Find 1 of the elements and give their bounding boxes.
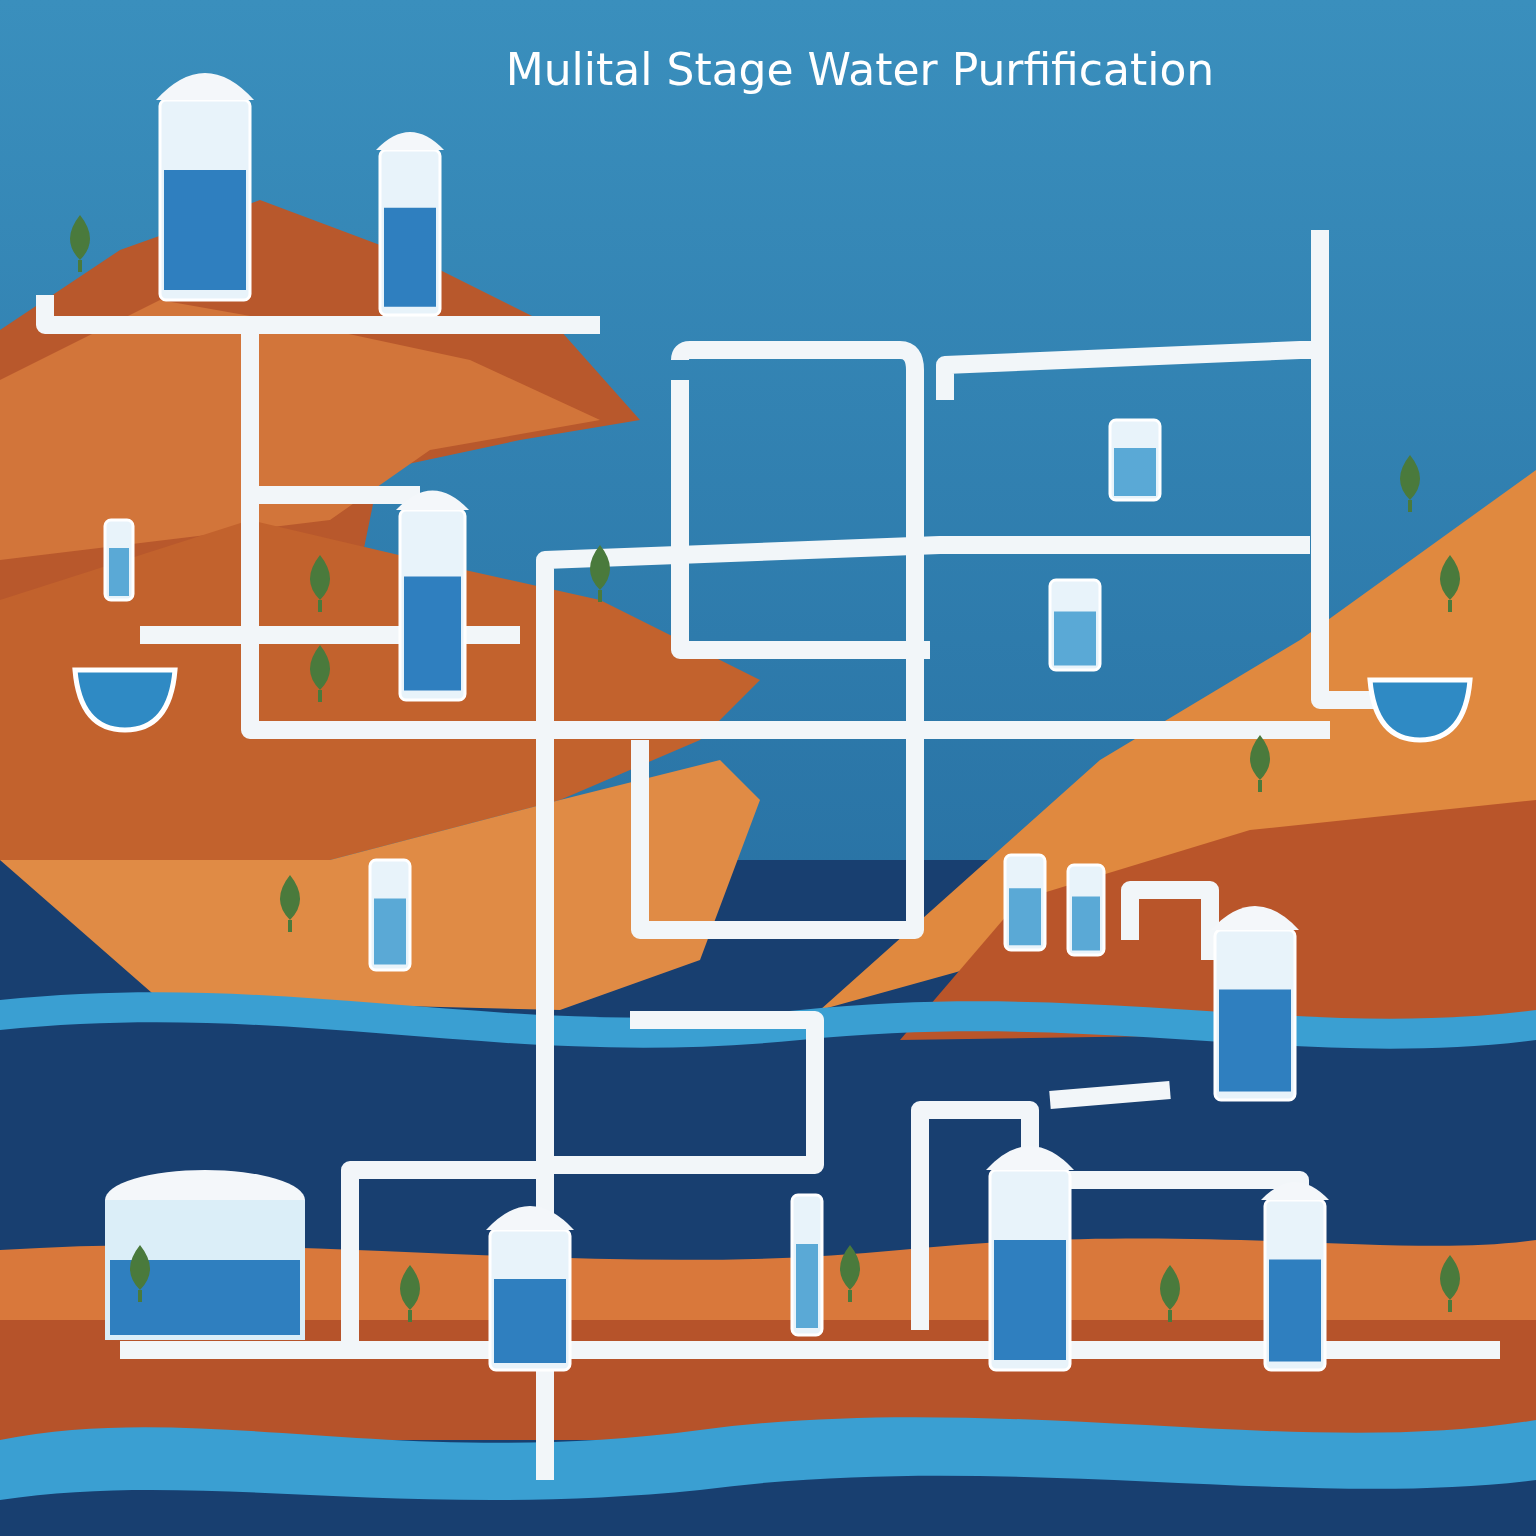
title: Mulital Stage Water Purfification (504, 44, 1216, 95)
